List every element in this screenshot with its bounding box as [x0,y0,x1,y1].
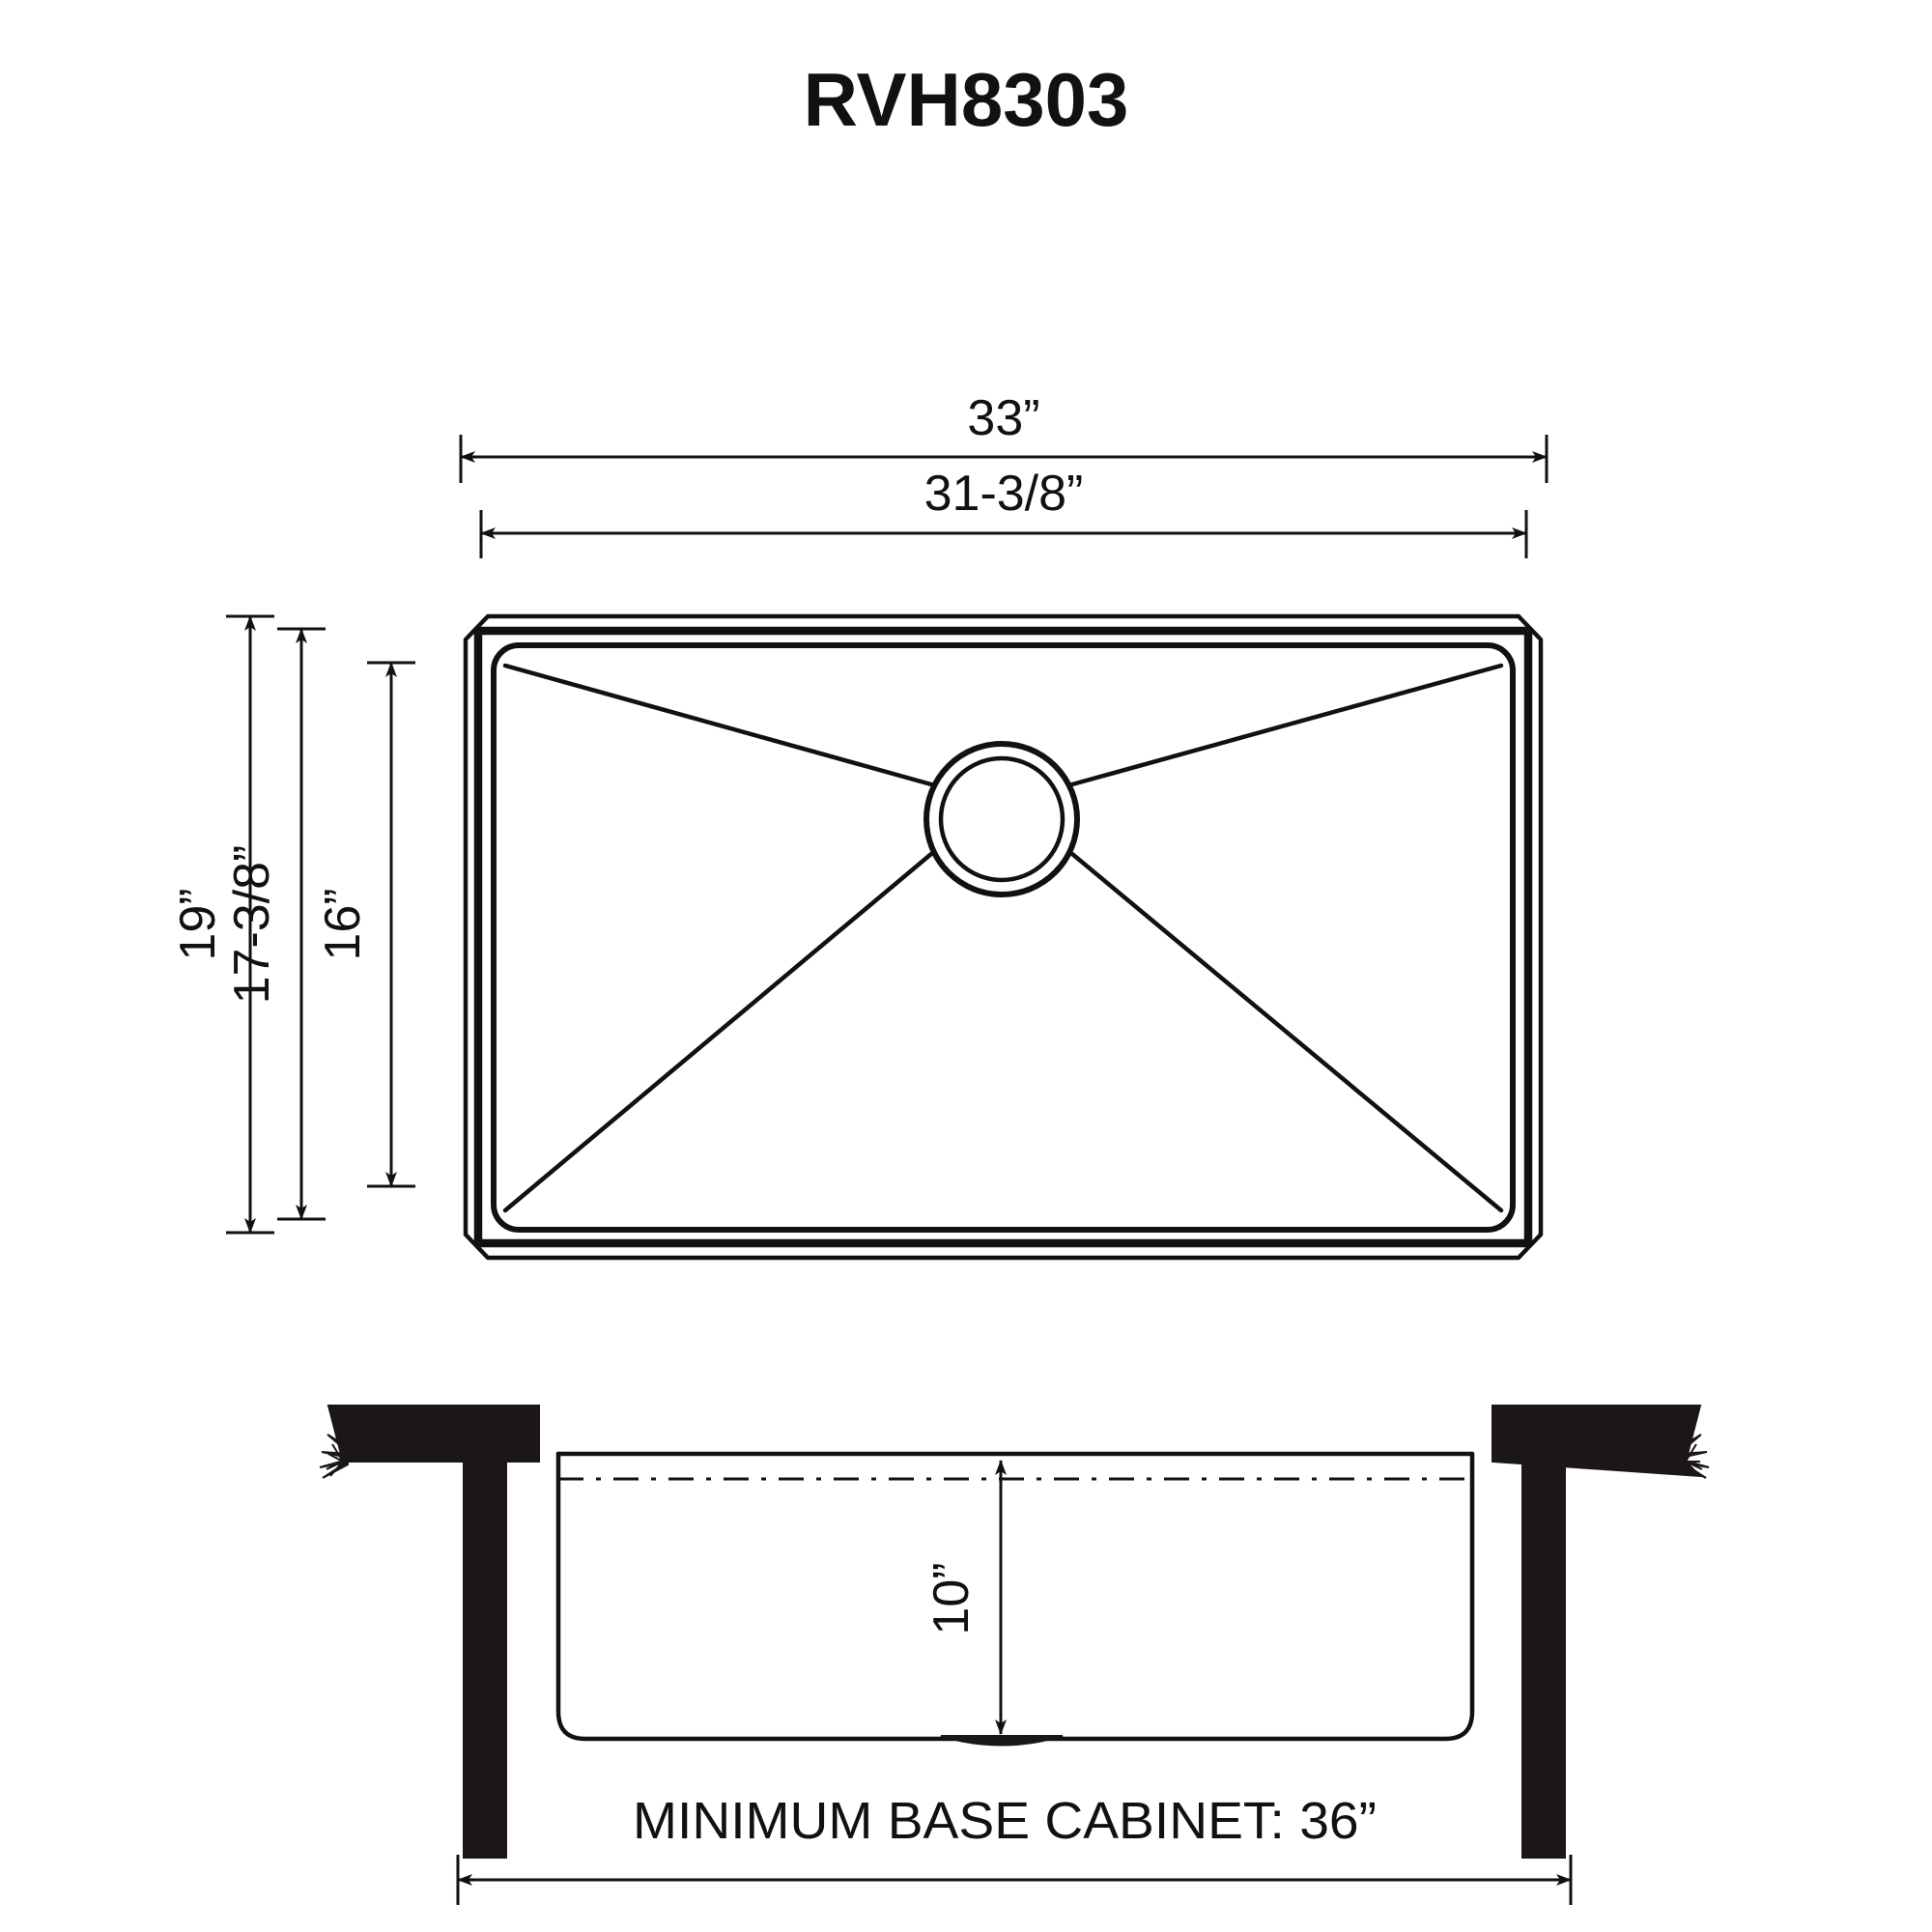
slope-line-bottom-right [1069,851,1504,1213]
minimum-base-cabinet-label: MINIMUM BASE CABINET: 36” [633,1792,1377,1850]
sink-rim-band-outer [473,626,1533,1248]
dim-label-overall-width: 33” [967,390,1039,446]
dim-label-inner-depth: 17-3/8” [224,845,280,1005]
drain-outer-circle [923,741,1080,897]
countertop-right-break-hatch [1680,1419,1710,1479]
sink-rim-deck [477,630,1529,1244]
sink-basin-opening [491,642,1516,1233]
slope-line-bottom-left [502,851,934,1213]
dim-label-inner-width: 31-3/8” [924,466,1084,522]
slope-line-top-right [1069,663,1504,787]
page-title: RVH8303 [804,57,1129,142]
cabinet-wall-right [1521,1461,1566,1859]
dim-label-basin-depth: 16” [315,888,371,960]
bowl-section-outline [555,1451,1475,1742]
drain-outlet [940,1735,1064,1747]
countertop-left-break-hatch [319,1419,349,1479]
drain-inner-circle [938,755,1065,883]
cabinet-wall-left [463,1461,507,1859]
dim-label-overall-depth: 19” [170,888,226,960]
dim-label-bowl-height: 10” [923,1562,980,1634]
slope-line-top-left [502,663,934,787]
sink-outer-rim [463,613,1544,1261]
